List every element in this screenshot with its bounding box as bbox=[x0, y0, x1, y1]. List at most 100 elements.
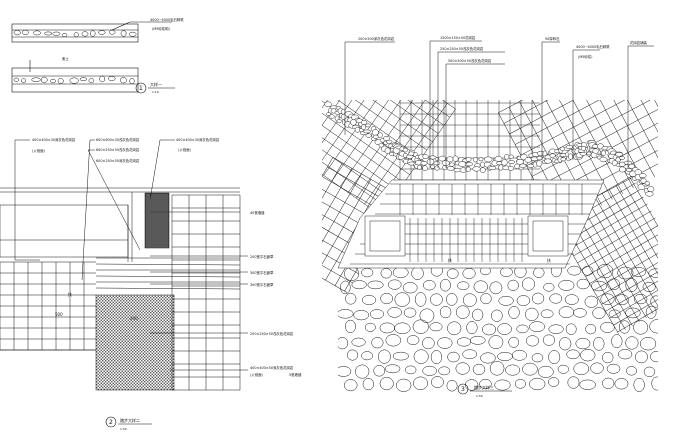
gravel-stone bbox=[524, 157, 532, 163]
cobble-stone bbox=[600, 293, 615, 305]
detail-1-upper-band bbox=[11, 23, 139, 43]
cobble-stone bbox=[625, 307, 641, 319]
gravel-stone bbox=[326, 112, 332, 116]
gravel-stone bbox=[416, 164, 422, 170]
detail-3-label-5: 4000~4000毛石砌筑 bbox=[576, 44, 610, 49]
rubble-stone bbox=[73, 32, 79, 38]
detail-3-number: 3 bbox=[461, 386, 465, 393]
detail-2-mark-200: 200 bbox=[130, 316, 138, 321]
gravel-stone bbox=[565, 145, 573, 149]
cobble-stone bbox=[614, 378, 629, 390]
cobble-stone bbox=[371, 337, 384, 349]
cobble-stone bbox=[633, 293, 648, 305]
cobble-stone bbox=[607, 278, 621, 291]
detail-2-leader-b bbox=[81, 139, 95, 281]
cobble-stone bbox=[542, 334, 556, 346]
cobble-stone bbox=[525, 307, 539, 322]
cobble-stone bbox=[447, 321, 462, 336]
cobble-stone bbox=[392, 266, 409, 278]
cobble-stone bbox=[497, 323, 512, 335]
cobble-stone bbox=[373, 365, 386, 377]
detail-1-label-1: (M5砂浆砌) bbox=[152, 26, 171, 31]
cobble-stone bbox=[338, 309, 354, 319]
rubble-stone bbox=[21, 29, 29, 35]
gravel-stone bbox=[420, 161, 428, 166]
detail-2-label-11: 250×250×50浅灰色花岗岩 bbox=[250, 331, 294, 336]
rubble-stone bbox=[128, 31, 137, 37]
detail-2-plan bbox=[0, 139, 248, 391]
detail-3-leaders bbox=[344, 40, 654, 168]
gravel-stone bbox=[504, 154, 510, 160]
cobble-stone bbox=[422, 337, 435, 350]
gravel-stone bbox=[365, 133, 372, 138]
cobble-stone bbox=[573, 308, 587, 318]
gravel-stone bbox=[433, 161, 441, 166]
cobble-stone bbox=[565, 323, 577, 335]
cobble-stone bbox=[508, 336, 520, 348]
detail-3-number-circle bbox=[457, 383, 469, 395]
cobble-stone bbox=[615, 294, 629, 306]
cobble-stone bbox=[396, 378, 412, 392]
gravel-stone bbox=[442, 165, 448, 170]
cobble-stone bbox=[361, 295, 377, 305]
gravel-stone bbox=[422, 165, 428, 172]
detail-2-leader-a bbox=[14, 139, 40, 261]
cobble-stone bbox=[576, 278, 590, 290]
cobble-stone bbox=[472, 363, 486, 375]
cobble-stone bbox=[585, 323, 597, 335]
gravel-stone bbox=[568, 153, 573, 160]
rubble-stone bbox=[69, 77, 79, 84]
detail-1-title: 大样一 bbox=[150, 81, 162, 87]
rubble-stone bbox=[52, 31, 61, 36]
detail-3-cobbles bbox=[338, 263, 658, 392]
cobble-stone bbox=[532, 292, 545, 305]
cobble-stone bbox=[431, 376, 444, 388]
rubble-stone bbox=[99, 75, 106, 83]
cobble-stone bbox=[557, 364, 569, 374]
detail-2-number: 2 bbox=[109, 419, 113, 426]
cobble-stone bbox=[617, 266, 634, 280]
cobble-stone bbox=[488, 335, 504, 349]
detail-3-label-6: (M5砂浆) bbox=[578, 54, 593, 59]
cobble-stone bbox=[455, 362, 470, 375]
detail-2-scale: 1:50 bbox=[120, 427, 127, 431]
cobble-stone bbox=[618, 320, 631, 334]
cobble-stone bbox=[385, 334, 401, 347]
gravel-stone bbox=[446, 156, 454, 163]
gravel-stone bbox=[508, 160, 515, 164]
gravel-stone bbox=[599, 156, 608, 162]
cobble-stone bbox=[602, 377, 615, 389]
cobble-stone bbox=[429, 322, 443, 332]
cobble-stone bbox=[392, 351, 409, 361]
cobble-stone bbox=[351, 337, 366, 347]
detail-2-leader-d bbox=[149, 139, 175, 201]
detail-3-label-1: 1500×150×50花岗岩 bbox=[440, 35, 476, 40]
detail-3-label-2: 250×250×50浅灰色花岗岩 bbox=[440, 46, 484, 51]
detail-2-mark-500: 500 bbox=[55, 312, 63, 317]
gravel-stone bbox=[535, 160, 543, 167]
cobble-stone bbox=[367, 280, 384, 290]
rubble-stone bbox=[120, 30, 127, 37]
cobble-stone bbox=[369, 309, 384, 319]
cobble-stone bbox=[592, 307, 606, 319]
gravel-stone bbox=[465, 162, 473, 167]
cobble-stone bbox=[590, 362, 604, 374]
gravel-stone bbox=[508, 154, 514, 159]
gravel-stone bbox=[560, 157, 566, 162]
cobble-stone bbox=[412, 319, 429, 334]
gravel-stone bbox=[592, 148, 600, 154]
gravel-stone bbox=[647, 186, 655, 192]
cobble-stone bbox=[512, 349, 527, 361]
cobble-stone bbox=[466, 321, 478, 335]
gravel-stone bbox=[449, 162, 455, 167]
rubble-stone bbox=[109, 29, 116, 35]
rubble-stone bbox=[57, 78, 64, 84]
detail-1-number: 1 bbox=[139, 85, 143, 92]
gravel-stone bbox=[601, 150, 606, 156]
rubble-stone bbox=[44, 31, 53, 36]
cobble-stone bbox=[388, 279, 402, 290]
cobble-stone bbox=[387, 307, 402, 318]
cobble-stone bbox=[413, 376, 428, 391]
cobble-stone bbox=[406, 335, 420, 345]
gravel-stone bbox=[478, 157, 484, 162]
